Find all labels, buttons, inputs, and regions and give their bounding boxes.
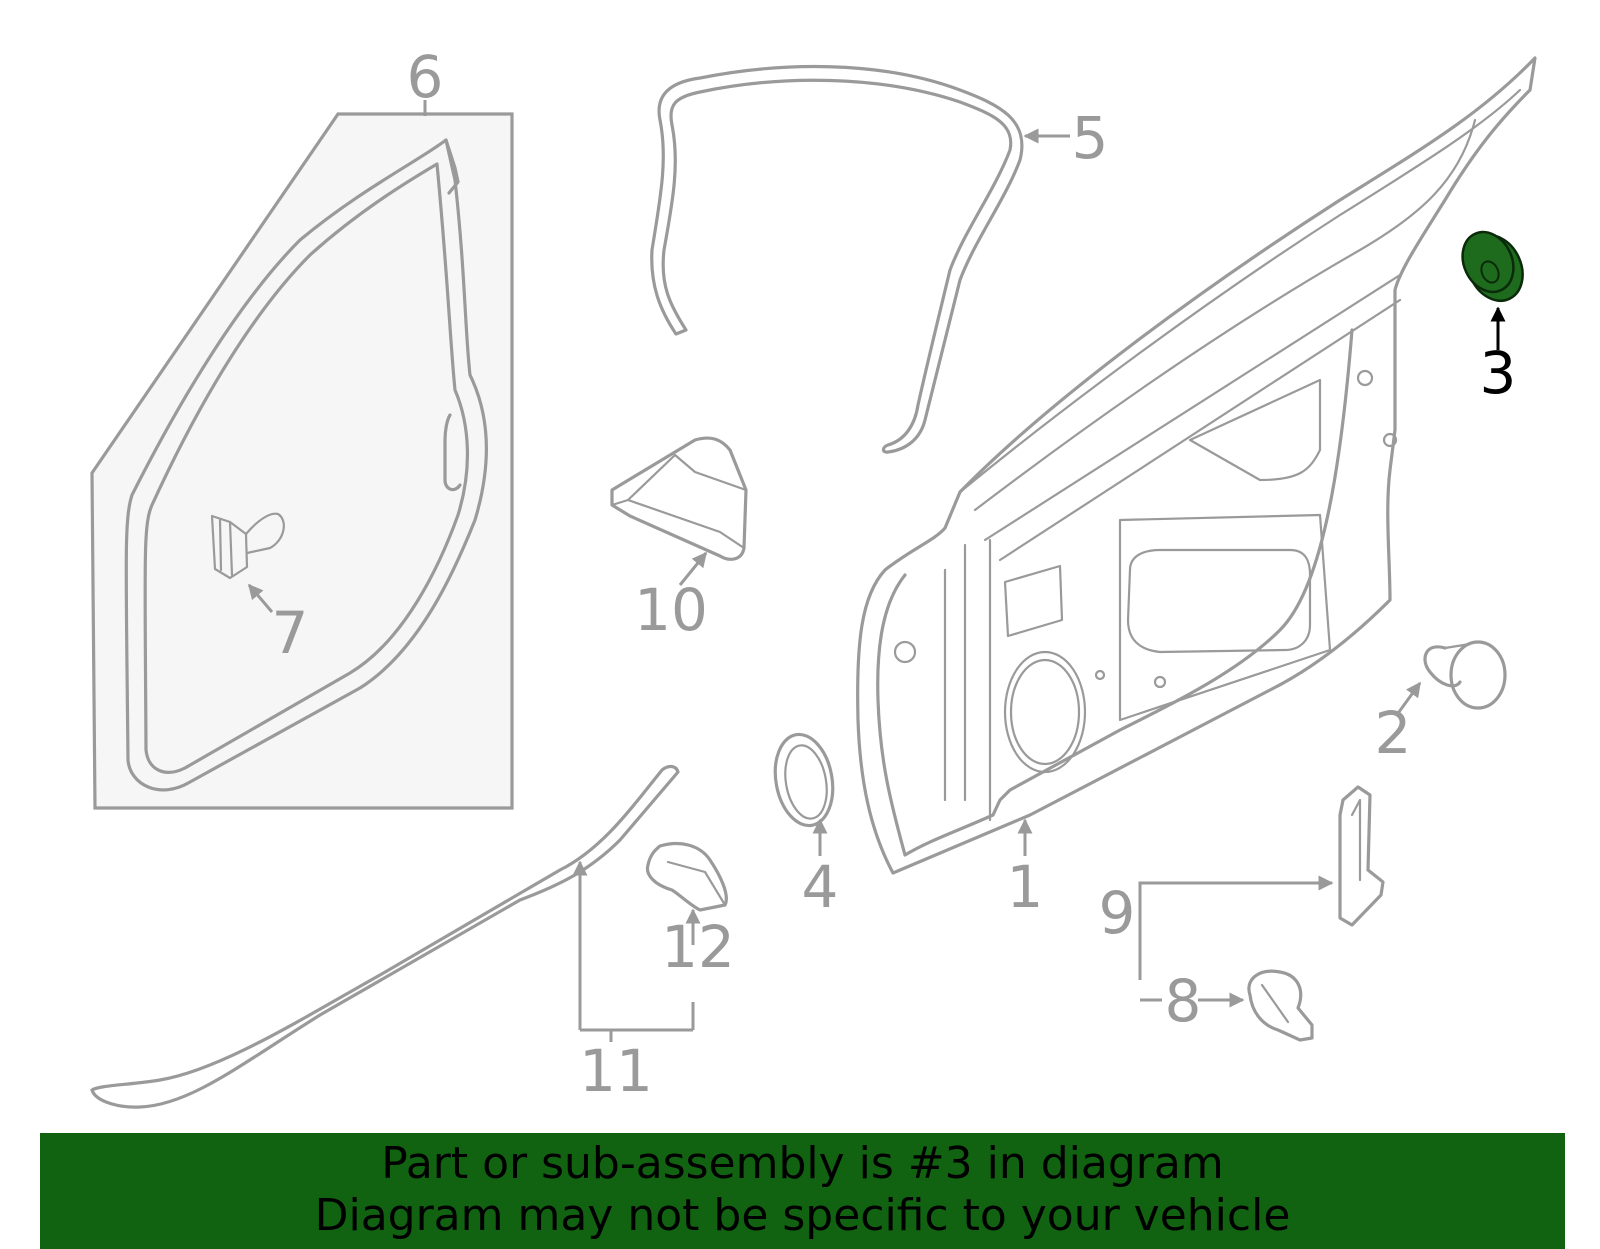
part-4-grommet: [773, 732, 835, 828]
callout-9: 9: [1099, 879, 1136, 947]
callout-2: 2: [1375, 699, 1412, 767]
callout-3: 3: [1480, 339, 1517, 407]
part-11-sill-trim: [90, 764, 680, 1109]
footer-line-1: Part or sub-assembly is #3 in diagram: [381, 1138, 1224, 1189]
part-7-clip: [210, 512, 285, 580]
callout-5: 5: [1072, 104, 1109, 172]
footer-banner: Part or sub-assembly is #3 in diagram Di…: [40, 1133, 1565, 1249]
leader-lines: [247, 100, 1506, 1042]
callout-6: 6: [407, 43, 444, 111]
part-9-bracket: [1338, 785, 1385, 927]
callout-4: 4: [802, 853, 839, 921]
callout-1: 1: [1007, 853, 1044, 921]
callout-7: 7: [272, 599, 309, 667]
callout-11: 11: [579, 1037, 653, 1105]
part-10-trim: [610, 436, 748, 561]
footer-line-2: Diagram may not be specific to your vehi…: [314, 1190, 1291, 1241]
part-8-clip: [1247, 969, 1314, 1042]
part-5-door-weatherstrip: [650, 64, 1024, 454]
part-12-clip: [645, 841, 728, 912]
part-6-panel: [90, 112, 514, 810]
callout-12: 12: [661, 913, 735, 981]
callout-8: 8: [1165, 967, 1202, 1035]
part-6-body-weatherstrip: [90, 112, 514, 810]
part-1-door-shell: [856, 56, 1537, 875]
part-2-push-clip: [1423, 640, 1507, 710]
callout-10: 10: [634, 576, 708, 644]
part-3-plug-highlighted: [1461, 230, 1524, 302]
